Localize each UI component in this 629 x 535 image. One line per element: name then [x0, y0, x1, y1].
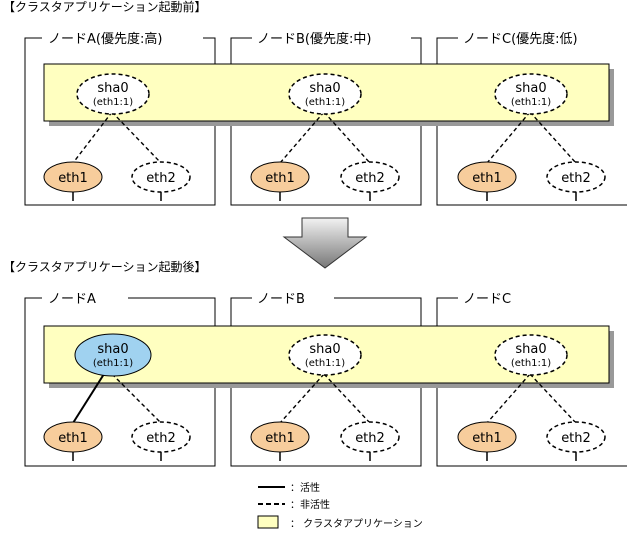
before-node-a-frame [24, 37, 216, 206]
after-cable-stubs [72, 452, 577, 461]
legend-inactive-label: ：非活性 [290, 498, 330, 511]
after-nics: eth1 eth2 eth1 eth2 eth1 eth2 [43, 421, 606, 453]
down-arrow-icon [282, 217, 368, 269]
before-sha0-node-c-name: sha0 [515, 81, 546, 96]
after-node-b-frame [230, 297, 422, 467]
after-node-a-title: ノードA [48, 292, 96, 307]
before-sha0-node-c-bound: (eth1:1) [511, 97, 551, 108]
legend-app-swatch [257, 515, 279, 529]
after-inactive-links [111, 373, 577, 424]
before-eth1-node-b-label: eth1 [265, 171, 295, 186]
after-eth2-node-b-label: eth2 [355, 431, 385, 446]
before-sha0-node-b-name: sha0 [309, 81, 340, 96]
before-sha0-node-a-bound: (eth1:1) [93, 97, 133, 108]
after-sha0-node-b-bound: (eth1:1) [305, 358, 345, 369]
before-eth1-node-c-label: eth1 [472, 171, 502, 186]
before-eth2-node-a-label: eth2 [146, 171, 176, 186]
before-node-b-title: ノードB(優先度:中) [257, 31, 371, 47]
after-sha0-node-a-shape [74, 333, 152, 377]
after-sha0-node-c-bound: (eth1:1) [511, 358, 551, 369]
legend: ：活性 ：非活性 ： クラスタアプリケーション [257, 481, 423, 530]
before-eth2-node-c-label: eth2 [561, 171, 591, 186]
after-sha0-node-a-bound: (eth1:1) [93, 358, 133, 369]
after-eth1-node-b-label: eth1 [265, 431, 295, 446]
after-node-b-title: ノードB [257, 292, 305, 307]
after-section-title: 【クラスタアプリケーション起動後】 [3, 260, 207, 274]
before-nics: eth1 eth2 eth1 eth2 eth1 eth2 [43, 161, 606, 193]
after-sha0-node-a-name: sha0 [97, 342, 128, 357]
before-sha0-node-b: sha0 (eth1:1) [288, 73, 362, 115]
after-active-link [72, 373, 105, 424]
legend-app-label: ： クラスタアプリケーション [290, 518, 423, 530]
before-eth1-node-a-label: eth1 [58, 171, 88, 186]
after-eth1-node-c-label: eth1 [472, 431, 502, 446]
before-sha0-node-c-shape [494, 73, 568, 115]
before-inactive-links [72, 111, 577, 164]
after-sha0-node-c: sha0 (eth1:1) [494, 334, 568, 376]
before-node-b-frame [230, 37, 422, 206]
after-eth1-node-a-label: eth1 [58, 431, 88, 446]
after-node-c-title: ノードC [463, 292, 511, 307]
before-eth2-node-b-label: eth2 [355, 171, 385, 186]
before-section-title: 【クラスタアプリケーション起動前】 [3, 0, 207, 14]
after-sha0-node-b: sha0 (eth1:1) [288, 334, 362, 376]
after-sha0-node-c-shape [494, 334, 568, 376]
after-node-a-frame [24, 297, 216, 467]
before-sha0-node-a: sha0 (eth1:1) [76, 73, 150, 115]
after-sha0-node-b-shape [288, 334, 362, 376]
before-sha0-node-a-shape [76, 73, 150, 115]
before-sha0-node-a-name: sha0 [97, 81, 128, 96]
before-sha0-node-b-shape [288, 73, 362, 115]
after-sha0-node-c-name: sha0 [515, 342, 546, 357]
after-sha0-node-b-name: sha0 [309, 342, 340, 357]
after-sha0-node-a: sha0 (eth1:1) [74, 333, 152, 377]
legend-active-label: ：活性 [290, 481, 320, 494]
before-cable-stubs [72, 192, 577, 201]
before-node-c-title: ノードC(優先度:低) [463, 31, 578, 47]
after-eth2-node-a-label: eth2 [146, 431, 176, 446]
before-sha0-node-c: sha0 (eth1:1) [494, 73, 568, 115]
before-sha0-node-b-bound: (eth1:1) [305, 97, 345, 108]
before-node-a-title: ノードA(優先度:高) [48, 31, 162, 47]
after-eth2-node-c-label: eth2 [561, 431, 591, 446]
